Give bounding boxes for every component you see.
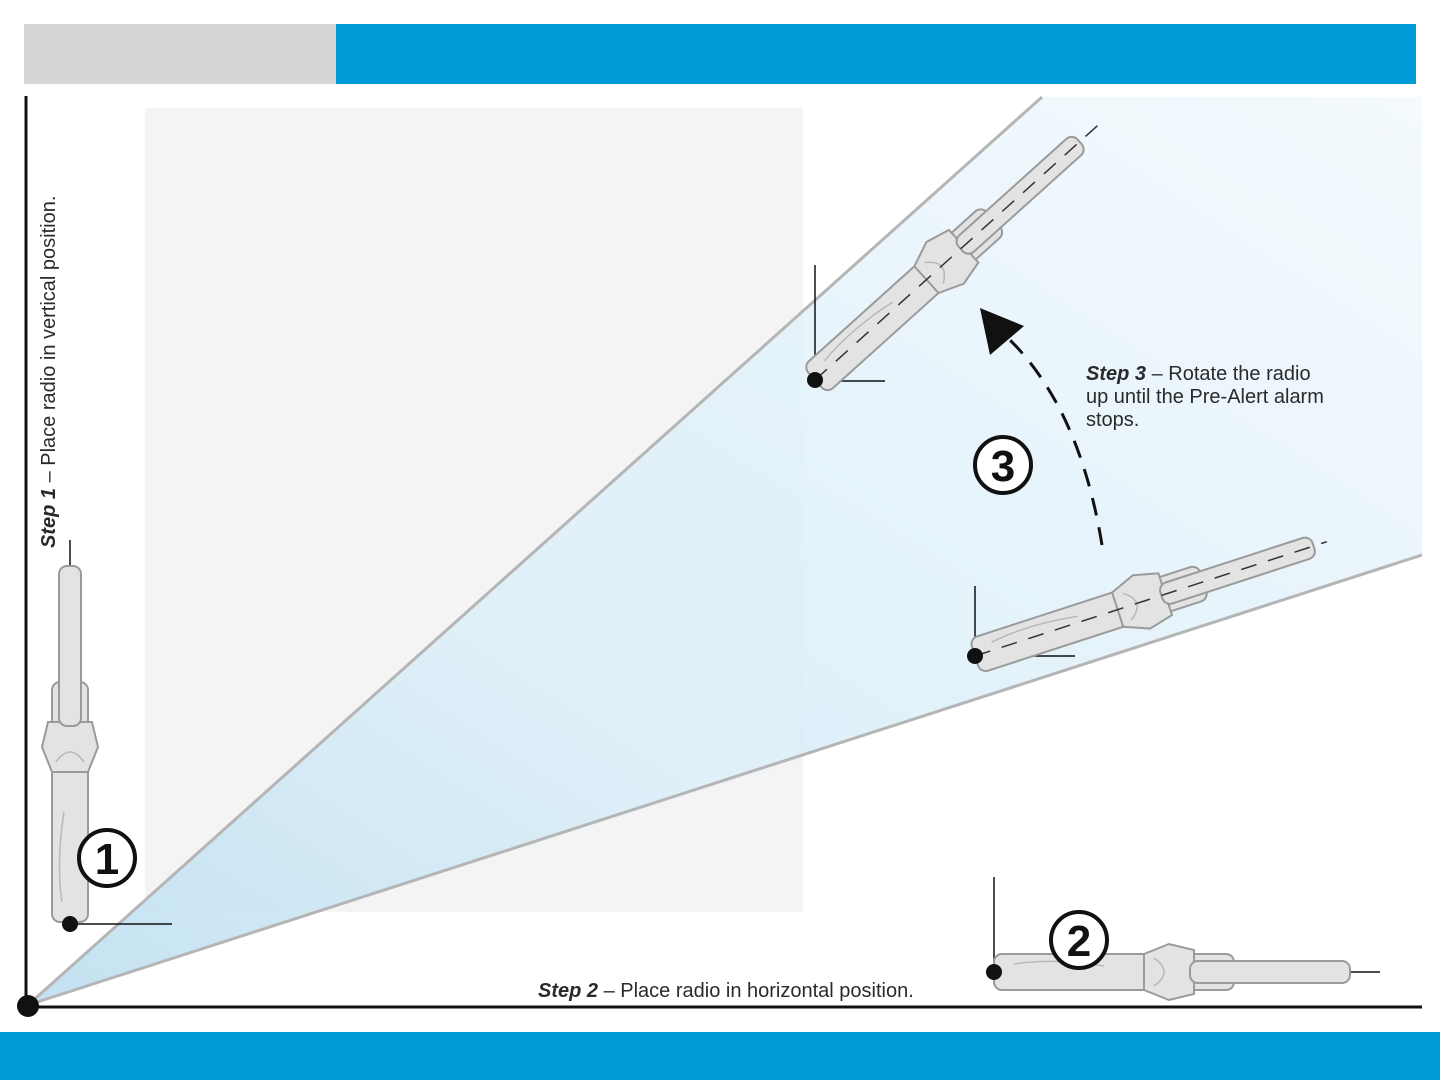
- step2-label: Step 2 – Place radio in horizontal posit…: [538, 980, 914, 1002]
- step2-title: Step 2: [538, 980, 598, 1002]
- svg-text:3: 3: [991, 442, 1015, 491]
- footer-blue-bar: [0, 1032, 1440, 1080]
- svg-text:1: 1: [95, 835, 119, 884]
- svg-text:2: 2: [1067, 917, 1091, 966]
- step2-text: – Place radio in horizontal position.: [598, 980, 914, 1002]
- step3-line2: up until the Pre-Alert alarm: [1086, 386, 1324, 408]
- step1-text: – Place radio in vertical position.: [38, 196, 60, 488]
- step3-title: Step 3: [1086, 363, 1146, 385]
- step1-label: Step 1 – Place radio in vertical positio…: [38, 196, 60, 548]
- step3-line1: – Rotate the radio: [1146, 363, 1311, 385]
- step3-line3: stops.: [1086, 409, 1139, 431]
- step1-title: Step 1: [38, 488, 60, 548]
- step3-number-badge: 3: [975, 437, 1031, 493]
- step2-number-badge: 2: [1051, 912, 1107, 968]
- origin-dot: [17, 995, 39, 1017]
- tilt-diagram: 1 2 3 Step 1 – Place radio in vertical p…: [0, 0, 1440, 1032]
- step1-number-badge: 1: [79, 830, 135, 886]
- radio-horizontal: [986, 877, 1380, 1000]
